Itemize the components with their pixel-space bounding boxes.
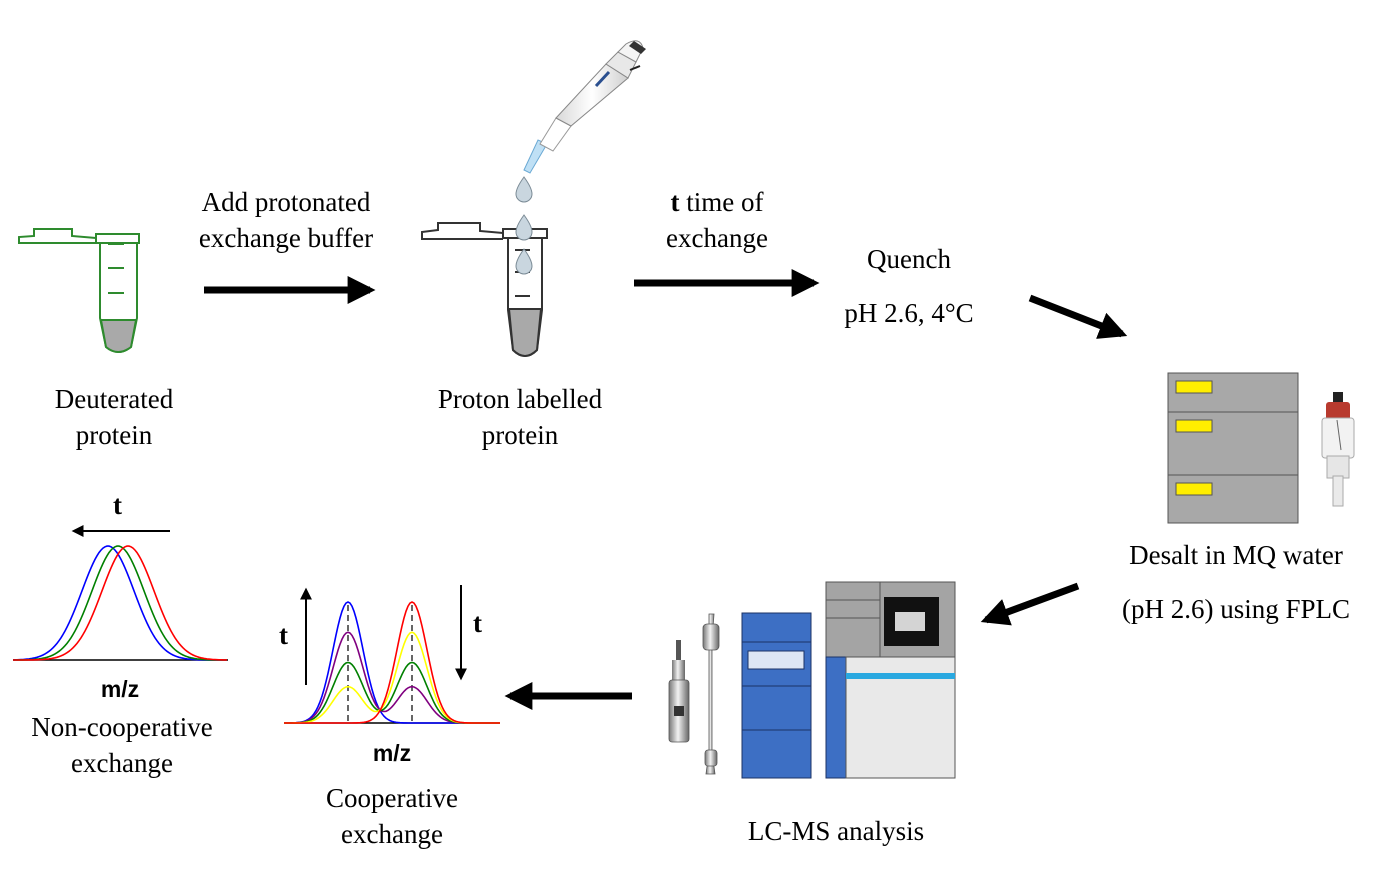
curve-green (13, 545, 227, 661)
fplc-instrument-icon (1167, 372, 1299, 524)
cooperative-t-left: t (279, 620, 288, 650)
arrow-desalt-to-lcms (980, 582, 1080, 626)
desalt-method-label: (pH 2.6) using FPLC (1121, 594, 1351, 624)
pipette-icon (523, 40, 646, 174)
cooperative-t-right: t (473, 608, 482, 638)
quench-conditions-label: pH 2.6, 4°C (844, 298, 974, 328)
cooperative-x-axis-label: m/z (372, 740, 412, 766)
cooperative-plot (284, 585, 500, 724)
droplet-icon (515, 176, 533, 275)
curve-blue (284, 601, 500, 724)
curve-blue (12, 545, 227, 661)
desalting-column-icon (1321, 392, 1355, 507)
noncooperative-x-axis-label: m/z (100, 676, 140, 702)
esi-probe-icon (668, 613, 720, 775)
lc-ms-instrument-icon (741, 581, 956, 779)
exchange-time-label: t time of exchange (666, 187, 768, 253)
noncooperative-t-top: t (113, 490, 122, 520)
eppendorf-tube-icon (421, 222, 548, 357)
eppendorf-tube-icon (18, 228, 140, 353)
desalt-label: Desalt in MQ water (1129, 540, 1343, 570)
curve-red (13, 545, 227, 661)
quench-label: Quench (867, 244, 951, 274)
curve-red (284, 601, 500, 724)
noncooperative-plot (12, 525, 228, 661)
lcms-label: LC-MS analysis (747, 816, 925, 846)
arrow-quench-to-desalt (1028, 294, 1128, 339)
